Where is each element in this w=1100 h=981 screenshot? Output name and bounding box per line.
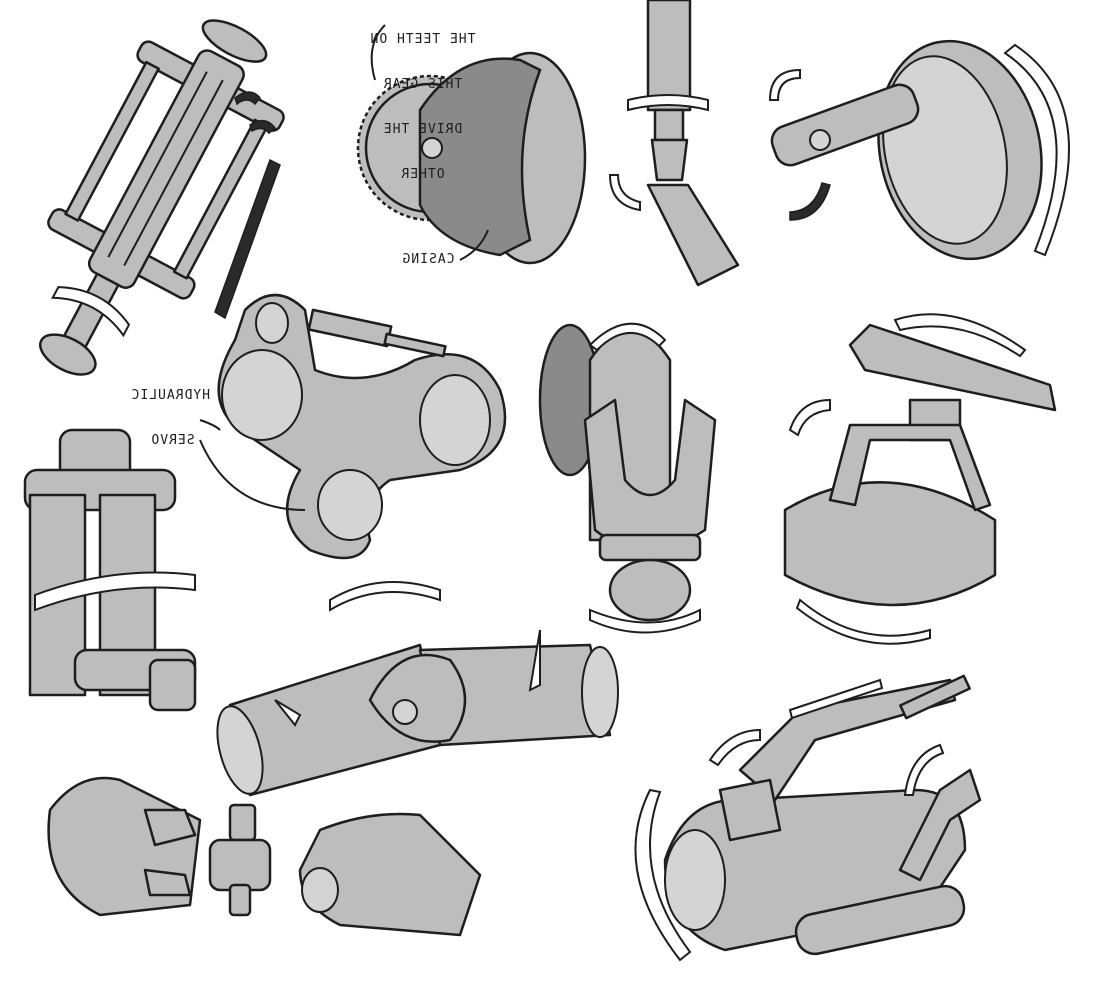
gear-note-line: THIS GEAR [382,77,463,92]
double-arrow-icon [214,158,281,320]
curved-arrow-icon [234,91,261,106]
sketch-exploded-u-joint [47,776,482,937]
sketch-cylinder-pair [23,428,197,712]
sketch-gear-and-casing [356,51,587,265]
sketch-hydraulic-servo [217,293,507,560]
servo-annotation: HYDRAULIC SERVO [130,358,210,463]
sketch-swivel-clevis [538,322,717,634]
curved-arrow-icon [249,119,277,135]
servo-label-line: HYDRAULIC [130,388,210,403]
sketch-universal-joint [216,581,619,797]
sketch-lever-mechanism [634,674,982,962]
sketch-plate-bracket [783,313,1057,645]
servo-label-line: SERVO [150,433,195,448]
sketch-piston-assembly [39,19,285,376]
gear-note-annotation: THE TEETH ON THIS GEAR DRIVE THE OTHER [360,2,485,197]
leader-arrow-icon [459,229,489,261]
gear-note-line: OTHER [400,167,445,182]
leader-arrow-icon [199,439,306,511]
leader-arrow-icon [199,419,221,431]
sketch-shaft-joint [608,0,740,287]
leader-arrow-icon [370,24,386,81]
sketch-disc-with-clevis [768,39,1070,261]
casing-label: CASING [401,252,455,267]
gear-note-line: DRIVE THE [382,122,463,137]
gear-note-line: THE TEETH ON [369,32,476,47]
